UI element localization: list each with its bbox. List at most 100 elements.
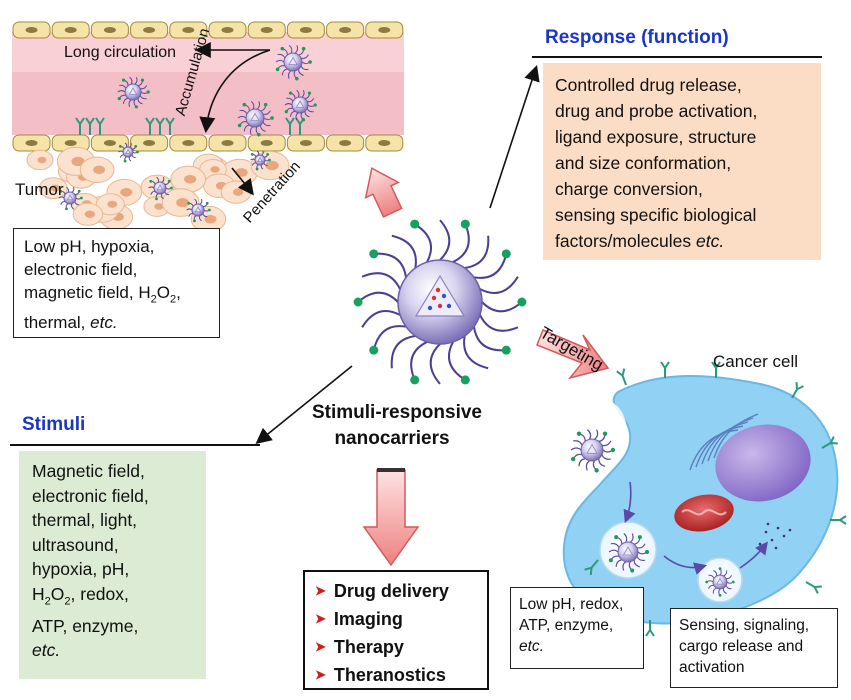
receptor-icon bbox=[805, 581, 822, 594]
cargo-dot bbox=[788, 528, 792, 532]
response-line-4: and size conformation, bbox=[555, 153, 732, 173]
receptor-icon bbox=[791, 382, 804, 399]
output-block-arrow bbox=[362, 469, 420, 567]
receptor-icon bbox=[821, 436, 838, 449]
stimuli-etc-line: etc. bbox=[32, 640, 61, 660]
tumor-nanoparticle bbox=[250, 150, 271, 171]
receptor-icon bbox=[145, 117, 155, 135]
stimuli-line-4: ultrasound, bbox=[32, 534, 119, 555]
response-underline bbox=[532, 56, 822, 58]
output-arrow-cap bbox=[377, 468, 405, 472]
tumor-stimuli-box: Low pH, hypoxia, electronic field, magne… bbox=[13, 228, 220, 338]
stimuli-line-3: thermal, light, bbox=[32, 510, 138, 530]
vessel-nanoparticle bbox=[237, 100, 274, 137]
cargo-dot bbox=[782, 534, 786, 538]
receptor-icon bbox=[165, 117, 175, 135]
tumor-stimuli-line4: thermal, etc. bbox=[24, 313, 118, 333]
center-title-line2: nanocarriers bbox=[334, 428, 450, 449]
cargo-dot bbox=[758, 542, 762, 546]
stimuli-box: Magnetic field, electronic field, thermal,… bbox=[19, 451, 206, 679]
endosome-nanoparticle bbox=[705, 567, 735, 597]
internalization-arrow bbox=[623, 481, 636, 523]
accumulation-arrow bbox=[199, 49, 271, 134]
stimuli-heading: Stimuli bbox=[22, 414, 86, 435]
receptor-icon bbox=[155, 117, 165, 135]
cargo-dot bbox=[766, 522, 770, 526]
cell-receptors bbox=[584, 361, 847, 637]
stimuli-h2o2-line: H2O2, redox, bbox=[32, 583, 129, 608]
binding-nanoparticle bbox=[570, 429, 616, 473]
cargo-dot bbox=[774, 546, 778, 550]
stimuli-underline bbox=[10, 444, 260, 446]
bullet-arrow-icon: ➤ bbox=[315, 639, 326, 654]
vessel-nanoparticle bbox=[284, 89, 317, 122]
endosome-nanoparticle bbox=[608, 533, 649, 573]
center-title-line1: Stimuli-responsive bbox=[312, 402, 482, 423]
long-circulation-label: Long circulation bbox=[64, 44, 177, 61]
stimuli-lines: Magnetic field, electronic field, thermal,… bbox=[32, 459, 193, 582]
response-heading: Response (function) bbox=[545, 27, 729, 48]
response-line-2: drug and probe activation, bbox=[555, 101, 758, 121]
response-arrow bbox=[489, 64, 540, 209]
outputs-list: ➤Drug delivery➤Imaging➤Therapy➤Theranost… bbox=[315, 578, 477, 690]
central-nanocarrier bbox=[353, 219, 527, 385]
intracellular-stimuli-line-2: ATP, enzyme, bbox=[519, 617, 614, 634]
output-item-4: ➤Theranostics bbox=[315, 665, 446, 685]
penetration-arrow bbox=[231, 167, 254, 196]
response-last-line: factors/molecules etc. bbox=[555, 231, 725, 251]
response-line-6: sensing specific biological bbox=[555, 205, 757, 225]
stimuli-line-2: electronic field, bbox=[32, 485, 149, 506]
response-box: Controlled drug release, drug and probe a… bbox=[543, 63, 821, 260]
cargo-dot bbox=[764, 530, 768, 534]
nucleus bbox=[715, 424, 811, 502]
cargo-dot bbox=[776, 526, 780, 530]
bullet-arrow-icon: ➤ bbox=[315, 667, 326, 682]
endoplasmic-reticulum bbox=[689, 413, 759, 471]
receptor-icon bbox=[285, 117, 295, 135]
tumor-stimuli-line3: magnetic field, H2O2, bbox=[24, 283, 181, 306]
intracellular-stimuli-lines: Low pH, redox, ATP, enzyme, bbox=[519, 594, 635, 636]
bullet-arrow-icon: ➤ bbox=[315, 583, 326, 598]
receptor-icon bbox=[711, 361, 721, 378]
intracellular-stimuli-line-1: Low pH, redox, bbox=[519, 596, 624, 613]
bullet-arrow-icon: ➤ bbox=[315, 611, 326, 626]
tumor-nanoparticle bbox=[148, 176, 173, 201]
cancer-cell bbox=[560, 361, 847, 637]
receptor-icon bbox=[75, 117, 85, 135]
output-item-3: ➤Therapy bbox=[315, 637, 404, 657]
receptor-icon bbox=[616, 368, 627, 386]
outcome-line-1: Sensing, signaling, bbox=[679, 617, 810, 634]
endosomes bbox=[560, 397, 743, 603]
tumor-nanoparticle bbox=[186, 198, 211, 223]
small-nanoparticles bbox=[58, 44, 317, 223]
tumor-label: Tumor bbox=[15, 180, 64, 199]
cancer-cell-label: Cancer cell bbox=[713, 352, 799, 371]
trafficking-arrow bbox=[663, 555, 708, 575]
outcome-line-2: cargo release and bbox=[679, 638, 804, 655]
release-arrow bbox=[739, 541, 768, 569]
receptor-icon bbox=[85, 117, 95, 135]
response-block-arrow bbox=[364, 167, 403, 218]
intracellular-stimuli-etc: etc. bbox=[519, 638, 544, 655]
endothelial-cells-top bbox=[12, 21, 404, 39]
tumor-nanoparticle bbox=[58, 186, 83, 211]
outputs-box: ➤Drug delivery➤Imaging➤Therapy➤Theranost… bbox=[303, 570, 489, 690]
response-lines: Controlled drug release, drug and probe a… bbox=[555, 72, 809, 228]
mitochondrion-cristae bbox=[681, 509, 727, 516]
output-item-1: ➤Drug delivery bbox=[315, 581, 449, 601]
receptor-icon bbox=[830, 515, 847, 525]
receptor-icon bbox=[645, 620, 655, 637]
targeting-block-arrow bbox=[536, 329, 610, 380]
response-line-1: Controlled drug release, bbox=[555, 75, 742, 95]
tumor-stimuli-line2: electronic field, bbox=[24, 260, 138, 279]
vessel-nanoparticle bbox=[275, 44, 312, 81]
response-line-3: ligand exposure, structure bbox=[555, 127, 757, 147]
nanocarrier-icon bbox=[353, 219, 527, 385]
stimuli-line-1: Magnetic field, bbox=[32, 461, 145, 481]
receptor-icon bbox=[584, 559, 599, 575]
receptor-icon bbox=[660, 361, 670, 378]
